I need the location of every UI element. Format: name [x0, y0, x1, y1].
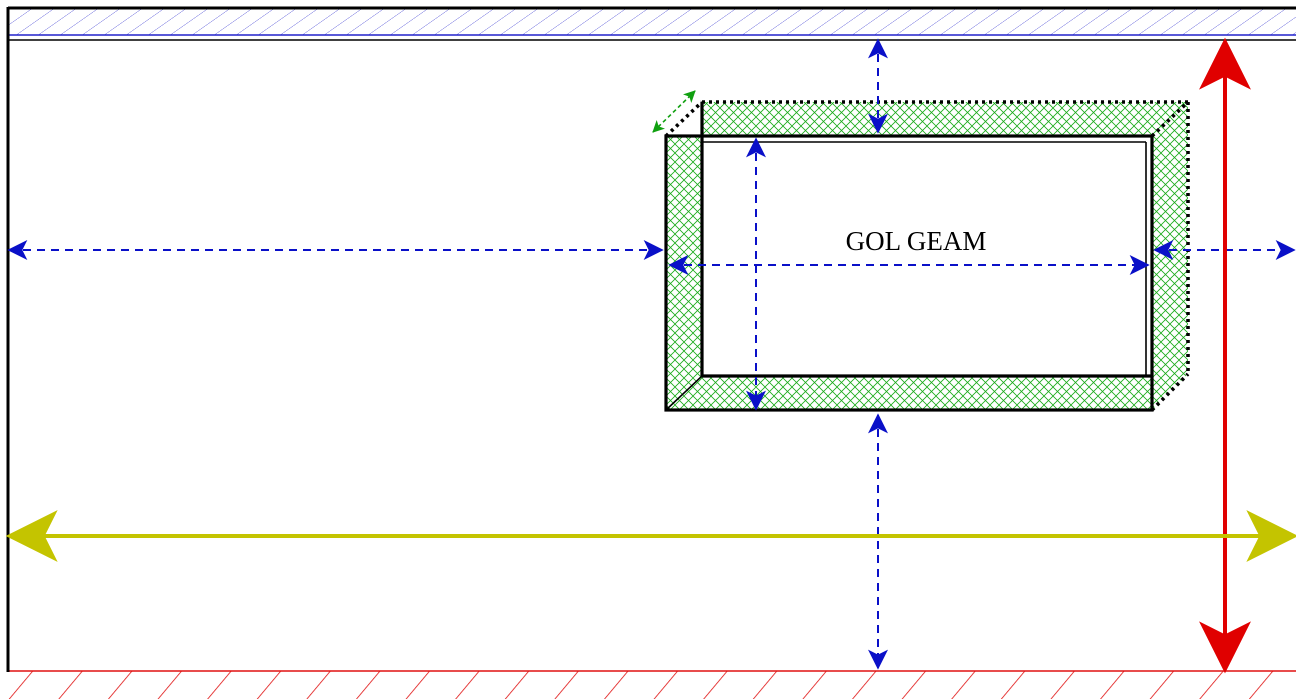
duct-outer-outline [664, 134, 1154, 412]
insulation-left [666, 136, 702, 410]
insulation-right [1152, 102, 1188, 410]
top-slab [8, 6, 1296, 41]
insulation-top [702, 102, 1188, 136]
duct-block [664, 100, 1190, 412]
bottom-slab [8, 670, 1296, 699]
depth-arrow [652, 90, 696, 133]
duct-label: GOL GEAM [846, 226, 987, 256]
insulation-bottom [666, 376, 1152, 410]
